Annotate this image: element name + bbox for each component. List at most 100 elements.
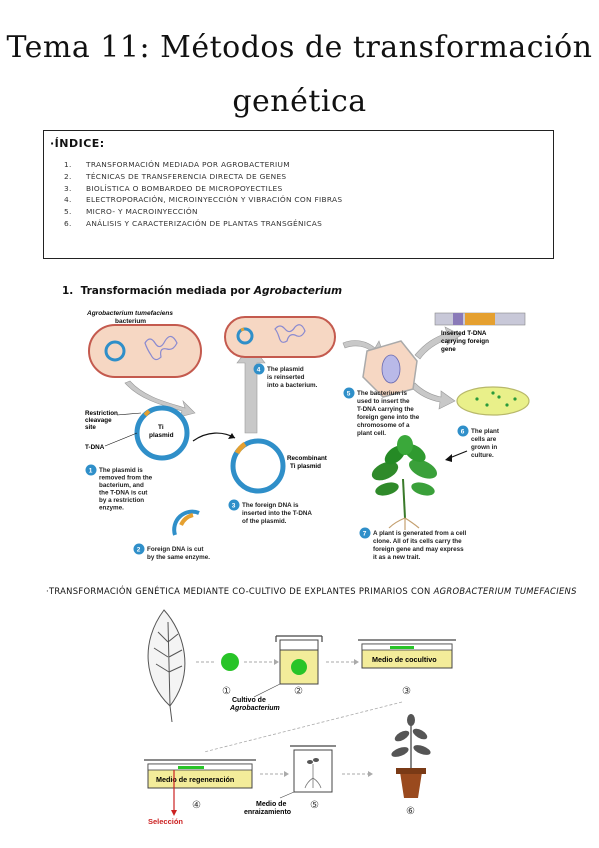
restriction-label-3: site bbox=[85, 424, 96, 431]
step1-line: enzyme. bbox=[99, 505, 124, 512]
index-item: 4. Electroporación, microinyección y vibr… bbox=[64, 194, 342, 206]
step-number: 2 bbox=[137, 547, 141, 554]
inserted-label-1: Inserted T-DNA bbox=[441, 330, 487, 337]
index-item-number: 1. bbox=[64, 160, 72, 169]
step2-line: by the same enzyme. bbox=[147, 554, 210, 561]
arrow-6a bbox=[414, 326, 462, 360]
section-1-text: Transformación mediada por bbox=[80, 285, 251, 297]
index-box: ·ÍNDICE: 1.Transformación mediada por Ag… bbox=[43, 130, 554, 259]
step5-line: plant cell. bbox=[357, 430, 386, 437]
step-badge bbox=[457, 425, 469, 437]
cultivo-label-1: Cultivo de bbox=[232, 697, 266, 704]
culture-beaker bbox=[275, 635, 323, 685]
step6-line: The plant bbox=[471, 428, 500, 435]
step-number: 1 bbox=[89, 468, 93, 475]
step1-line: removed from the bbox=[99, 475, 153, 482]
section-1-italic: Agrobacterium bbox=[253, 285, 343, 297]
recombinant-plasmid bbox=[230, 438, 286, 494]
step7-line: it as a new trait. bbox=[373, 554, 420, 561]
step-badge bbox=[253, 363, 265, 375]
step-number: 5 bbox=[347, 391, 351, 398]
step-number: ④ bbox=[192, 800, 201, 811]
section-2-text: ·Transformación genética mediante co-cul… bbox=[46, 586, 431, 596]
index-item: 2. Técnicas de transferencia directa de g… bbox=[64, 171, 342, 183]
index-item: 6. Análisis y caracterización de plantas … bbox=[64, 218, 342, 230]
recombinant-label-2: Ti plasmid bbox=[290, 463, 321, 470]
step6-line: grown in bbox=[471, 444, 497, 451]
step7-line: clone. All of its cells carry the bbox=[373, 538, 462, 545]
section-2-italic: Agrobacterium tumefaciens bbox=[433, 586, 577, 596]
step-badge bbox=[228, 499, 240, 511]
step-number: 7 bbox=[363, 531, 367, 538]
step5-line: chromosome of a bbox=[357, 422, 410, 429]
restriction-label-1: Restriction bbox=[85, 410, 118, 417]
index-item-number: 5. bbox=[64, 207, 72, 217]
petri-dish bbox=[456, 386, 530, 416]
index-item-number: 6. bbox=[64, 218, 72, 228]
step4-line: into a bacterium. bbox=[267, 382, 318, 389]
step6-line: cells are bbox=[471, 436, 497, 443]
leaf-explant bbox=[147, 609, 186, 723]
index-item: 1.Transformación mediada por Agrobacteri… bbox=[64, 159, 342, 171]
step-badge bbox=[133, 543, 145, 555]
index-item-text: Análisis y caracterización de plantas tr… bbox=[86, 218, 323, 228]
regeneration-dish bbox=[144, 759, 256, 789]
index-item-number: 2. bbox=[64, 171, 72, 181]
index-item: 3. Biolística o bombardeo de micropoyecti… bbox=[64, 183, 342, 195]
index-list: 1.Transformación mediada por Agrobacteri… bbox=[64, 159, 342, 230]
ti-label-1: Ti bbox=[158, 424, 164, 431]
step5-line: T-DNA carrying the bbox=[357, 406, 414, 413]
step-badge bbox=[85, 464, 97, 476]
step-number: 4 bbox=[257, 367, 261, 374]
section-2-heading: ·Transformación genética mediante co-cul… bbox=[46, 586, 577, 596]
step1-line: by a restriction bbox=[99, 497, 144, 504]
page-title-line-1: Tema 11: Métodos de transformación bbox=[6, 30, 593, 65]
plasmid-small bbox=[104, 340, 126, 362]
transgenic-plant bbox=[371, 435, 438, 530]
bacterium-label-2: bacterium bbox=[115, 318, 146, 325]
step-number: ① bbox=[222, 686, 231, 697]
bacterium-label-1: Agrobacterium tumefaciens bbox=[86, 310, 173, 317]
step3-line: inserted into the T-DNA bbox=[242, 510, 312, 517]
arrow-6b bbox=[410, 382, 456, 410]
index-item-number: 4. bbox=[64, 195, 72, 205]
recombinant-label-1: Recombinant bbox=[287, 455, 328, 462]
step5-line: The bacterium is bbox=[357, 390, 408, 397]
section-1-heading: 1. Transformación mediada por Agrobacter… bbox=[62, 285, 342, 297]
restriction-label-2: cleavage bbox=[85, 417, 112, 424]
step-number: ⑤ bbox=[310, 800, 319, 811]
chromosome-dna bbox=[144, 335, 178, 361]
step-number: ② bbox=[294, 686, 303, 697]
index-item-text: Biolística o bombardeo de micropoyectile… bbox=[86, 183, 283, 193]
inserted-label-3: gene bbox=[441, 346, 456, 353]
step-number: ⑥ bbox=[406, 806, 415, 817]
page-title-line-2: genética bbox=[232, 84, 367, 119]
step-number: ③ bbox=[402, 686, 411, 697]
step-number: 6 bbox=[461, 429, 465, 436]
agrobacterium-culture bbox=[221, 653, 239, 671]
index-item-text: Electroporación, microinyección y vibrac… bbox=[86, 195, 343, 205]
index-heading: ·ÍNDICE: bbox=[50, 137, 105, 150]
step2-line: Foreign DNA is cut bbox=[147, 546, 204, 553]
step5-line: used to insert the bbox=[357, 398, 410, 405]
index-item-text: Técnicas de transferencia directa de gen… bbox=[86, 171, 287, 181]
foreign-dna-fragment bbox=[172, 509, 200, 536]
step6-line: culture. bbox=[471, 452, 494, 459]
index-item: 5.Micro- y macroinyección bbox=[64, 206, 342, 218]
step-badge bbox=[359, 527, 371, 539]
arrow-3 bbox=[192, 432, 236, 442]
cocultivation-dish bbox=[358, 639, 456, 669]
cocultivo-label: Medio de cocultivo bbox=[372, 655, 437, 664]
index-item-number: 3. bbox=[64, 183, 72, 193]
step1-line: The plasmid is bbox=[99, 467, 143, 474]
bacterium-cell-2 bbox=[224, 316, 336, 358]
agrobacterium-diagram: Agrobacterium tumefaciens bacterium Ti p… bbox=[85, 310, 530, 561]
arrow-4 bbox=[236, 344, 266, 434]
step7-line: foreign gene and may express bbox=[373, 546, 464, 553]
step1-line: the T-DNA is cut bbox=[99, 490, 148, 497]
ti-label-2: plasmid bbox=[149, 432, 174, 439]
potted-plant bbox=[391, 714, 431, 798]
step4-line: is reinserted bbox=[267, 374, 305, 381]
rooting-beaker bbox=[290, 745, 336, 793]
step-number: 3 bbox=[232, 503, 236, 510]
